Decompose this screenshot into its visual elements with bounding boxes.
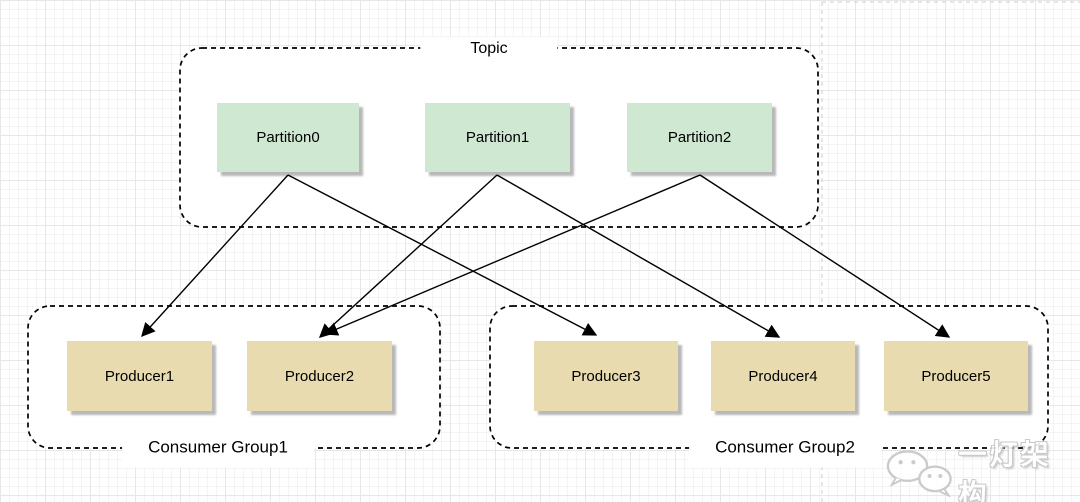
producer1-box: Producer1 — [67, 341, 212, 411]
producer5-box: Producer5 — [884, 341, 1028, 411]
watermark: 一灯架构 — [884, 433, 1080, 502]
producer4-box: Producer4 — [711, 341, 855, 411]
topic-label: Topic — [420, 37, 558, 61]
consumer-group1-label: Consumer Group1 — [122, 434, 314, 468]
partition2-box: Partition2 — [627, 103, 772, 172]
wechat-chat-bubbles-icon — [886, 450, 952, 497]
producer2-box: Producer2 — [247, 341, 392, 411]
partition0-box: Partition0 — [217, 103, 359, 172]
partition1-box: Partition1 — [425, 103, 570, 172]
consumer-group2-label: Consumer Group2 — [689, 434, 881, 468]
watermark-text: 一灯架构 — [958, 439, 1052, 502]
producer3-box: Producer3 — [534, 341, 678, 411]
